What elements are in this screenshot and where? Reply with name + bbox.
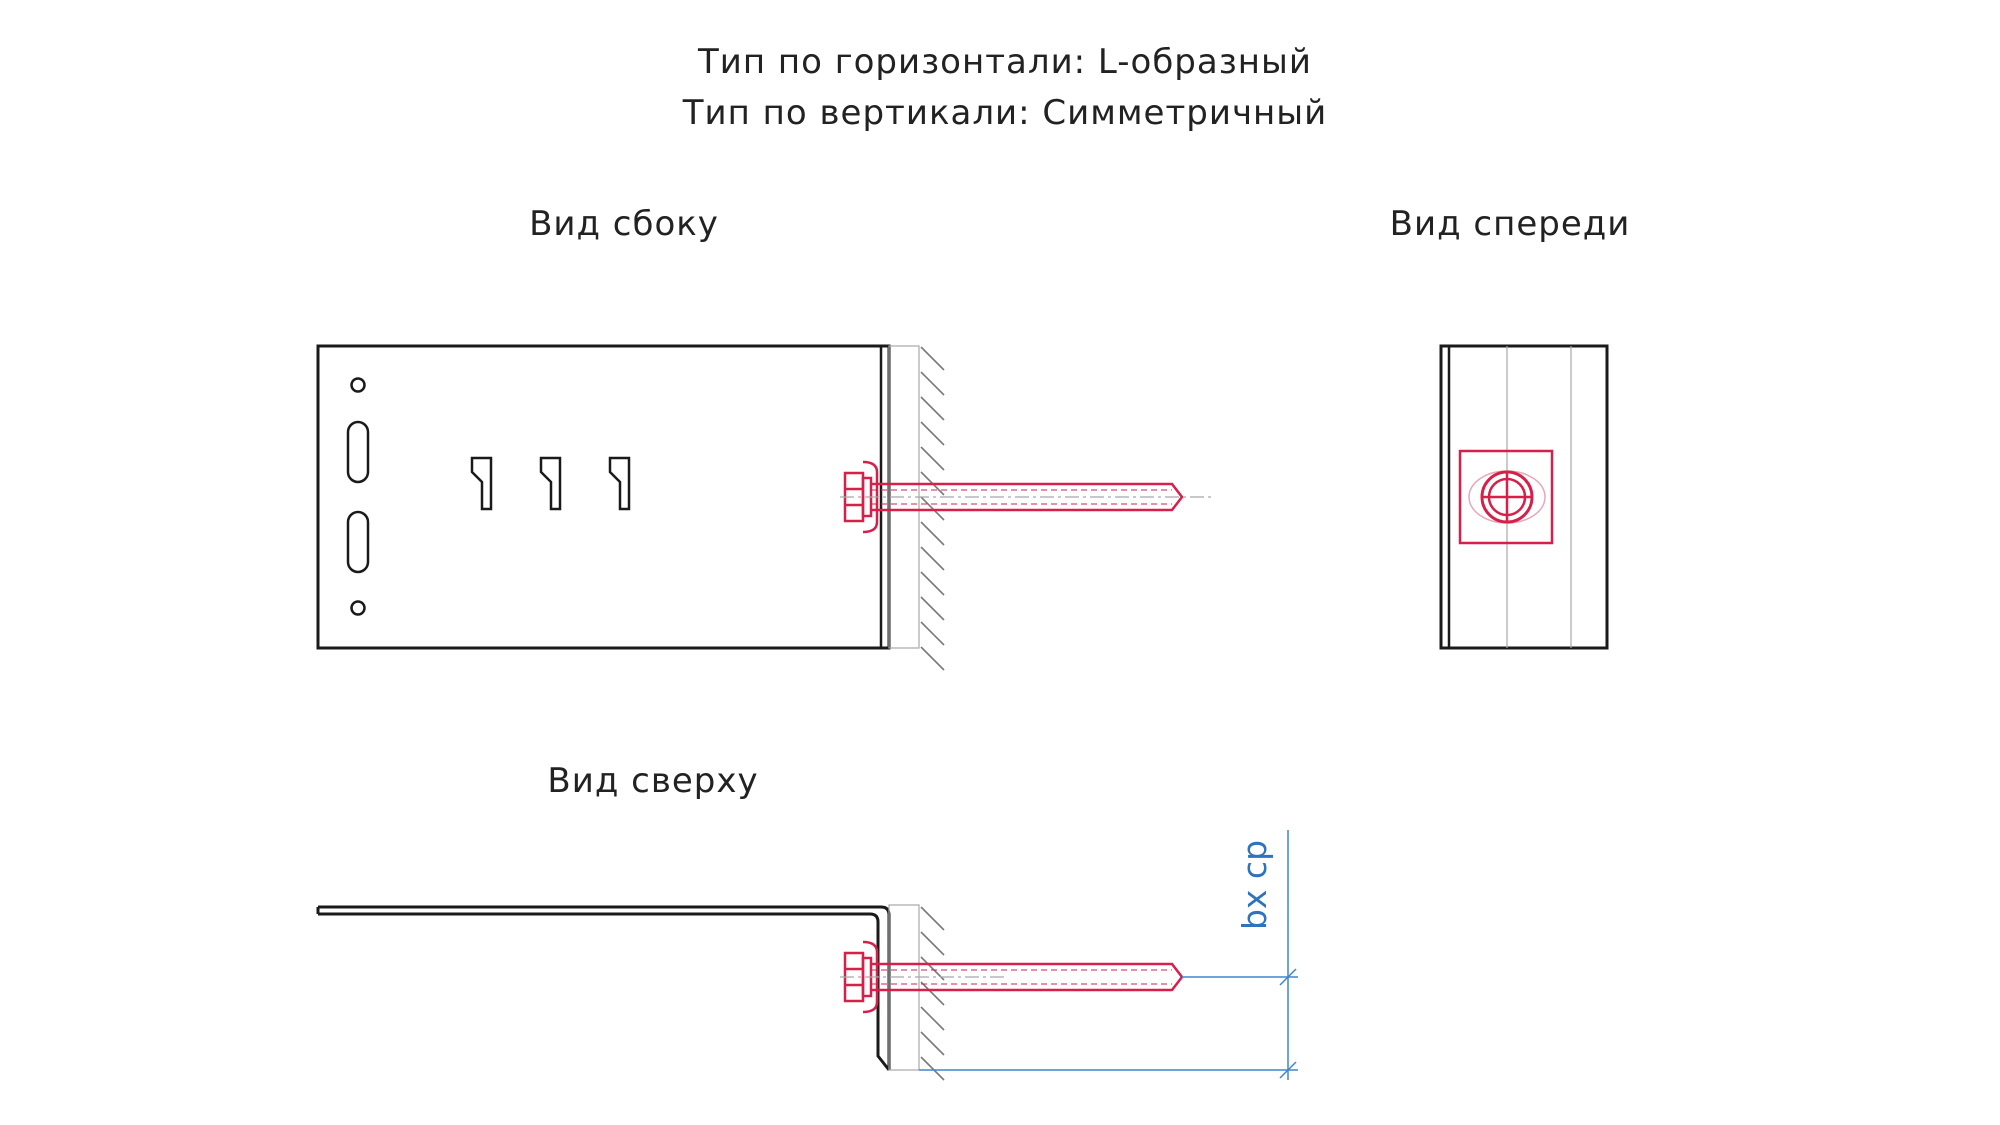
mounting-hole	[350, 600, 366, 616]
front-view	[1439, 344, 1609, 650]
wall-hatching-top	[920, 906, 945, 1081]
punched-tab	[539, 456, 562, 511]
side-view-title: Вид сбоку	[529, 204, 719, 244]
wall-hatching	[920, 346, 945, 671]
wall-section-top	[888, 904, 920, 1071]
mounting-slot	[346, 510, 370, 574]
punched-tab	[608, 456, 631, 511]
anchor-bolt	[843, 460, 1184, 534]
dimension-label: bx cp	[1235, 840, 1274, 930]
dimension-tick	[1279, 968, 1297, 986]
top-view: bx cp	[316, 830, 1298, 1081]
bracket-l-profile	[318, 905, 891, 1071]
front-view-title: Вид спереди	[1390, 204, 1631, 244]
top-view-title: Вид сверху	[547, 761, 758, 801]
bolt-head-circle	[1480, 470, 1534, 524]
dimension-tick	[1279, 1061, 1297, 1079]
bolt-shank	[871, 482, 1184, 512]
vertical-type-label: Тип по вертикали: Симметричный	[682, 93, 1327, 133]
mounting-slot	[346, 420, 370, 484]
punched-tab	[470, 456, 493, 511]
mounting-hole	[350, 377, 366, 393]
washer-square	[1458, 449, 1554, 545]
front-plate	[1439, 344, 1609, 650]
side-view	[316, 344, 1212, 671]
bracket-plate	[316, 344, 891, 650]
horizontal-type-label: Тип по горизонтали: L-образный	[697, 42, 1312, 82]
dimension-bx-cp: bx cp	[919, 830, 1298, 1080]
